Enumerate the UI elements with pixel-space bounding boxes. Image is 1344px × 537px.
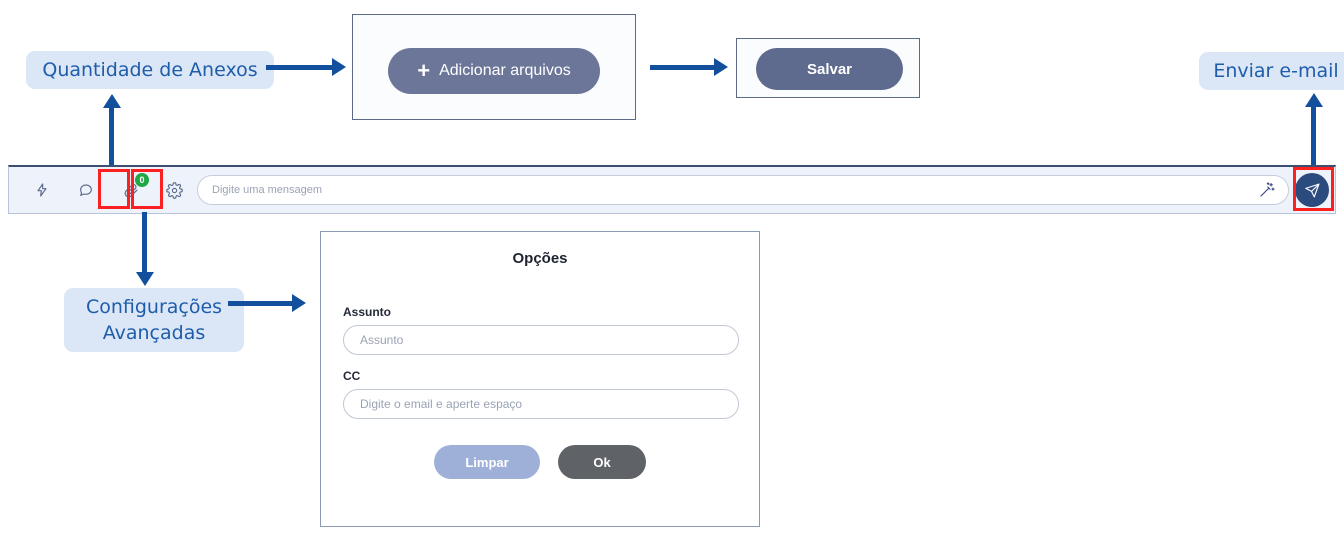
message-input-wrap[interactable]: [197, 175, 1289, 205]
message-input[interactable]: [210, 183, 1250, 197]
callout-attachments-count: Quantidade de Anexos: [26, 51, 274, 89]
magic-wand-icon[interactable]: [1258, 181, 1276, 199]
clear-button[interactable]: Limpar: [434, 445, 540, 479]
plus-icon: +: [417, 58, 431, 83]
subject-input[interactable]: [343, 325, 739, 355]
message-toolbar: 0: [8, 165, 1336, 214]
attachment-count-badge: 0: [135, 173, 149, 187]
add-files-button-label: Adicionar arquivos: [439, 62, 571, 79]
dialog-actions: Limpar Ok: [321, 445, 759, 479]
chat-bubble-icon[interactable]: [73, 177, 99, 203]
callout-advanced-settings: Configurações Avançadas: [64, 288, 244, 352]
send-paper-plane-icon[interactable]: [1295, 173, 1329, 207]
paperclip-icon[interactable]: 0: [117, 173, 149, 203]
add-files-panel: + Adicionar arquivos: [352, 14, 636, 120]
lightning-icon[interactable]: [29, 177, 55, 203]
cc-input[interactable]: [343, 389, 739, 419]
subject-label: Assunto: [343, 305, 391, 319]
gear-icon[interactable]: [161, 177, 187, 203]
save-button[interactable]: Salvar: [756, 48, 903, 90]
options-dialog-title: Opções: [512, 250, 568, 267]
options-dialog: Opções Assunto CC Limpar Ok: [320, 231, 760, 527]
add-files-button[interactable]: + Adicionar arquivos: [388, 48, 600, 94]
save-panel: Salvar: [736, 38, 920, 98]
ok-button[interactable]: Ok: [558, 445, 646, 479]
cc-label: CC: [343, 369, 361, 383]
callout-send-email: Enviar e-mail: [1199, 52, 1344, 90]
